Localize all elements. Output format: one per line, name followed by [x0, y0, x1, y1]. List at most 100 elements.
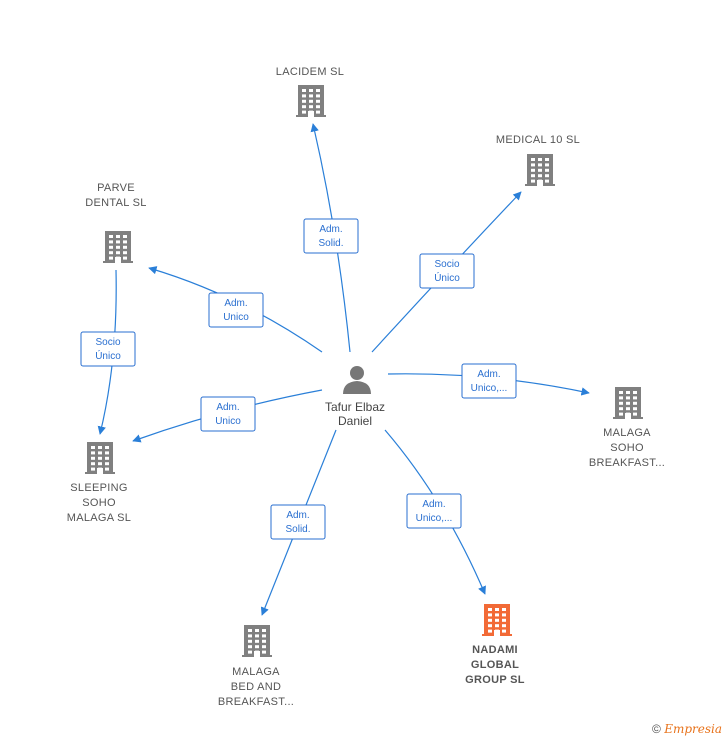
company-name: PARVE — [97, 182, 135, 194]
building-window — [91, 467, 95, 471]
building-window — [309, 89, 313, 92]
edge-role-text: Único — [434, 271, 460, 284]
building-window — [123, 235, 127, 238]
building-icon[interactable] — [613, 387, 643, 419]
building-window — [98, 451, 102, 455]
building-door — [537, 180, 543, 186]
edge-role-text: Socio — [95, 337, 120, 348]
building-window — [105, 467, 109, 471]
building-window — [98, 462, 102, 466]
building-window — [488, 613, 492, 617]
edge-malaga-soho: Adm.Unico,... — [387, 363, 590, 399]
building-window — [538, 174, 542, 178]
building-window — [495, 608, 499, 611]
building-window — [545, 179, 549, 183]
building-icon[interactable] — [242, 625, 272, 657]
edge-lacidem: Adm.Solid. — [303, 123, 359, 353]
company-name: SLEEPING — [70, 482, 127, 494]
building-window — [531, 168, 535, 172]
building-window — [255, 639, 259, 643]
building-window — [495, 618, 499, 622]
company-node-medical[interactable]: MEDICAL 10 SL — [496, 134, 580, 186]
building-window — [302, 94, 306, 98]
company-name: DENTAL SL — [85, 197, 146, 209]
building-icon[interactable] — [296, 85, 326, 117]
building-icon[interactable] — [525, 154, 555, 186]
edge-role-badge[interactable]: Adm. Unico — [208, 292, 264, 328]
company-node-parve[interactable]: PARVE DENTAL SL — [85, 182, 146, 263]
edge-parve: Adm. Unico — [148, 266, 323, 353]
building-window — [488, 629, 492, 633]
edge-role-text: Unico — [223, 312, 249, 323]
footer: © Empresia — [652, 722, 722, 736]
building-window — [105, 462, 109, 466]
edge-role-badge[interactable]: Adm.Solid. — [303, 218, 359, 254]
building-door — [625, 413, 631, 419]
building-window — [248, 645, 252, 649]
building-window — [495, 613, 499, 617]
edge-role-text: Solid. — [318, 238, 343, 249]
building-window — [248, 650, 252, 654]
building-window — [619, 407, 623, 411]
edge-role-box — [80, 331, 136, 367]
edge-role-badge[interactable]: Adm.Solid. — [270, 504, 326, 540]
edge-role-badge[interactable]: Adm.Unico — [200, 396, 256, 432]
company-node-malaga-soho[interactable]: MALAGASOHOBREAKFAST... — [589, 387, 665, 469]
edge-role-box — [270, 504, 326, 540]
building-window — [488, 624, 492, 628]
company-name: LACIDEM SL — [276, 66, 344, 78]
building-window — [123, 256, 127, 260]
building-window — [531, 174, 535, 178]
edge-role-text: Adm. — [422, 499, 445, 510]
building-window — [633, 391, 637, 394]
company-name: MALAGA — [232, 666, 280, 678]
building-window — [248, 634, 252, 638]
company-name: MEDICAL 10 SL — [496, 134, 580, 146]
building-window — [619, 391, 623, 394]
brand-logo[interactable]: Empresia — [664, 722, 722, 736]
company-node-lacidem[interactable]: LACIDEM SL — [276, 66, 344, 117]
building-window — [502, 629, 506, 633]
building-window — [531, 158, 535, 161]
building-window — [105, 456, 109, 460]
building-window — [116, 251, 120, 255]
building-window — [109, 245, 113, 249]
building-window — [302, 105, 306, 109]
building-window — [316, 110, 320, 114]
building-window — [316, 89, 320, 92]
building-window — [302, 110, 306, 114]
building-window — [626, 407, 630, 411]
edge-role-text: Adm. — [286, 510, 309, 521]
edge-role-badge[interactable]: Adm. Unico,... — [406, 493, 462, 529]
edge-role-text: Unico,... — [416, 513, 453, 524]
company-name: BREAKFAST... — [589, 457, 665, 469]
building-icon[interactable] — [103, 231, 133, 263]
building-window — [262, 650, 266, 654]
edge-role-text: Unico — [215, 416, 241, 427]
company-name: SOHO — [82, 497, 116, 509]
building-window — [626, 396, 630, 400]
building-window — [316, 94, 320, 98]
edge-role-text: Unico,... — [471, 383, 508, 394]
company-name: GROUP SL — [465, 674, 525, 686]
edge-role-text: Adm. — [224, 298, 247, 309]
edge-role-box — [419, 253, 475, 289]
building-window — [116, 240, 120, 244]
building-icon[interactable] — [85, 442, 115, 474]
building-door — [254, 651, 260, 657]
edge-role-badge[interactable]: Adm.Unico,... — [461, 363, 517, 399]
building-window — [116, 235, 120, 238]
building-window — [105, 451, 109, 455]
building-window — [545, 158, 549, 161]
building-window — [255, 629, 259, 632]
building-window — [538, 168, 542, 172]
edge-role-box — [200, 396, 256, 432]
building-window — [309, 99, 313, 103]
building-icon[interactable] — [482, 604, 512, 636]
